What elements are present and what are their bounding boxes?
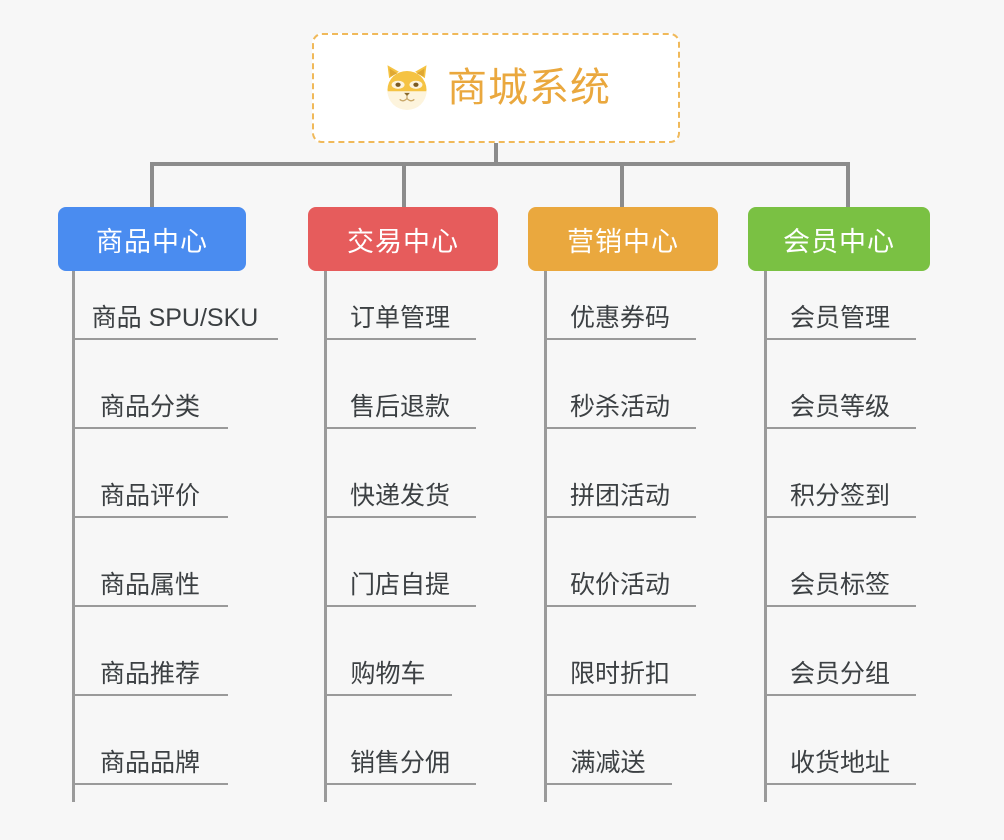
leaf-item[interactable]: 商品分类 [72, 377, 228, 429]
shiba-dog-face-icon [381, 62, 433, 114]
root-node[interactable]: 商城系统 [312, 33, 680, 143]
leaf-label: 商品 SPU/SKU [91, 303, 259, 332]
leaf-item[interactable]: 积分签到 [764, 466, 916, 518]
leaf-label: 售后退款 [349, 392, 450, 421]
leaf-item[interactable]: 优惠券码 [544, 288, 696, 340]
leaf-item[interactable]: 售后退款 [324, 377, 476, 429]
category-label: 营销中心 [567, 226, 679, 257]
category-box-member-center[interactable]: 会员中心 [748, 207, 930, 271]
leaf-item[interactable]: 商品 SPU/SKU [72, 288, 278, 340]
leaf-item[interactable]: 商品推荐 [72, 644, 228, 696]
connector-root-stem [494, 143, 498, 164]
leaf-item[interactable]: 销售分佣 [324, 733, 476, 785]
leaf-item[interactable]: 限时折扣 [544, 644, 696, 696]
leaf-label: 商品品牌 [99, 748, 200, 777]
leaf-label: 商品推荐 [99, 659, 200, 688]
connector-drop-1 [150, 162, 154, 207]
leaf-label: 限时折扣 [569, 659, 670, 688]
leaf-label: 收货地址 [789, 748, 890, 777]
leaf-item[interactable]: 会员等级 [764, 377, 916, 429]
leaf-item[interactable]: 购物车 [324, 644, 452, 696]
category-label: 交易中心 [347, 226, 459, 257]
leaf-label: 会员分组 [789, 659, 890, 688]
leaf-item[interactable]: 商品属性 [72, 555, 228, 607]
leaf-item[interactable]: 订单管理 [324, 288, 476, 340]
leaf-label: 优惠券码 [569, 303, 670, 332]
leaf-item[interactable]: 门店自提 [324, 555, 476, 607]
branch-trunk-2 [324, 271, 327, 802]
leaf-item[interactable]: 会员分组 [764, 644, 916, 696]
category-label: 会员中心 [783, 226, 895, 257]
leaf-item[interactable]: 快递发货 [324, 466, 476, 518]
leaf-label: 商品评价 [99, 481, 200, 510]
leaf-label: 快递发货 [349, 481, 450, 510]
leaf-item[interactable]: 砍价活动 [544, 555, 696, 607]
leaf-item[interactable]: 商品品牌 [72, 733, 228, 785]
leaf-label: 门店自提 [349, 570, 450, 599]
connector-drop-4 [846, 162, 850, 207]
leaf-label: 满减送 [570, 748, 646, 777]
leaf-item[interactable]: 商品评价 [72, 466, 228, 518]
category-box-product-center[interactable]: 商品中心 [58, 207, 246, 271]
branch-trunk-4 [764, 271, 767, 802]
category-box-trade-center[interactable]: 交易中心 [308, 207, 498, 271]
leaf-label: 购物车 [350, 659, 426, 688]
branch-trunk-1 [72, 271, 75, 802]
leaf-item[interactable]: 会员管理 [764, 288, 916, 340]
connector-drop-3 [620, 162, 624, 207]
leaf-label: 会员等级 [789, 392, 890, 421]
leaf-item[interactable]: 秒杀活动 [544, 377, 696, 429]
leaf-item[interactable]: 满减送 [544, 733, 672, 785]
leaf-label: 砍价活动 [569, 570, 670, 599]
leaf-label: 会员标签 [789, 570, 890, 599]
leaf-label: 积分签到 [789, 481, 890, 510]
leaf-label: 商品分类 [99, 392, 200, 421]
leaf-item[interactable]: 拼团活动 [544, 466, 696, 518]
leaf-label: 会员管理 [789, 303, 890, 332]
leaf-label: 商品属性 [99, 570, 200, 599]
leaf-label: 拼团活动 [569, 481, 670, 510]
leaf-label: 销售分佣 [349, 748, 450, 777]
branch-trunk-3 [544, 271, 547, 802]
connector-drop-2 [402, 162, 406, 207]
leaf-item[interactable]: 收货地址 [764, 733, 916, 785]
category-box-marketing-center[interactable]: 营销中心 [528, 207, 718, 271]
category-label: 商品中心 [96, 226, 208, 257]
leaf-label: 订单管理 [349, 303, 450, 332]
leaf-label: 秒杀活动 [569, 392, 670, 421]
leaf-item[interactable]: 会员标签 [764, 555, 916, 607]
connector-horizontal-bus [150, 162, 850, 166]
root-title: 商城系统 [447, 66, 611, 110]
